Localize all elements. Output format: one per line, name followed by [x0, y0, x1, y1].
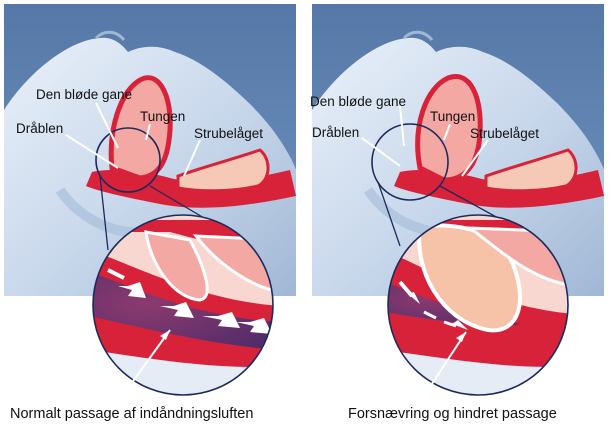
label-tongue: Tungen: [140, 109, 185, 124]
magnified-circle-outline: [92, 214, 274, 396]
connector-line: [99, 175, 109, 251]
leader-line: [399, 105, 405, 147]
larynx-shape: [484, 148, 578, 193]
nose-contour: [402, 30, 434, 42]
leader-line: [183, 139, 201, 177]
caption-normal: Normalt passage af indåndningsluften: [10, 406, 253, 422]
label-uvula: Dråblen: [16, 121, 63, 136]
caption-pointer-head: [456, 332, 466, 342]
panel-obstructed: Den bløde gane Dråblen Tungen Strubelåge…: [310, 4, 604, 422]
larynx-shape: [176, 148, 270, 193]
leader-line: [95, 102, 119, 149]
panel-normal: Den bløde gane Dråblen Tungen Strubelåge…: [4, 4, 296, 422]
leader-line: [361, 137, 401, 167]
caption-obstructed: Forsnævring og hindret passage: [348, 406, 557, 422]
leader-line: [145, 123, 151, 141]
caption-pointer-head: [160, 330, 170, 340]
leader-line: [443, 123, 451, 141]
nose-contour: [94, 30, 126, 42]
label-larynx: Strubelåget: [194, 126, 263, 141]
label-soft-palate: Den bløde gane: [36, 87, 132, 102]
caption-pointer: [419, 331, 467, 403]
label-tongue: Tungen: [430, 109, 475, 124]
leader-line: [461, 139, 489, 177]
connector-line: [377, 181, 401, 247]
tongue-shape: [108, 75, 173, 181]
label-uvula: Dråblen: [312, 125, 359, 140]
airflow-arrows: [107, 268, 272, 334]
focus-circle: [95, 127, 161, 193]
caption-pointer: [117, 329, 171, 403]
focus-circle: [371, 123, 449, 201]
label-soft-palate: Den bløde gane: [310, 94, 406, 109]
airflow-arrows: [398, 280, 468, 330]
leader-line: [65, 134, 119, 169]
label-larynx: Strubelåget: [470, 126, 539, 141]
magnified-view: [388, 215, 568, 395]
magnified-circle-outline: [387, 214, 569, 396]
